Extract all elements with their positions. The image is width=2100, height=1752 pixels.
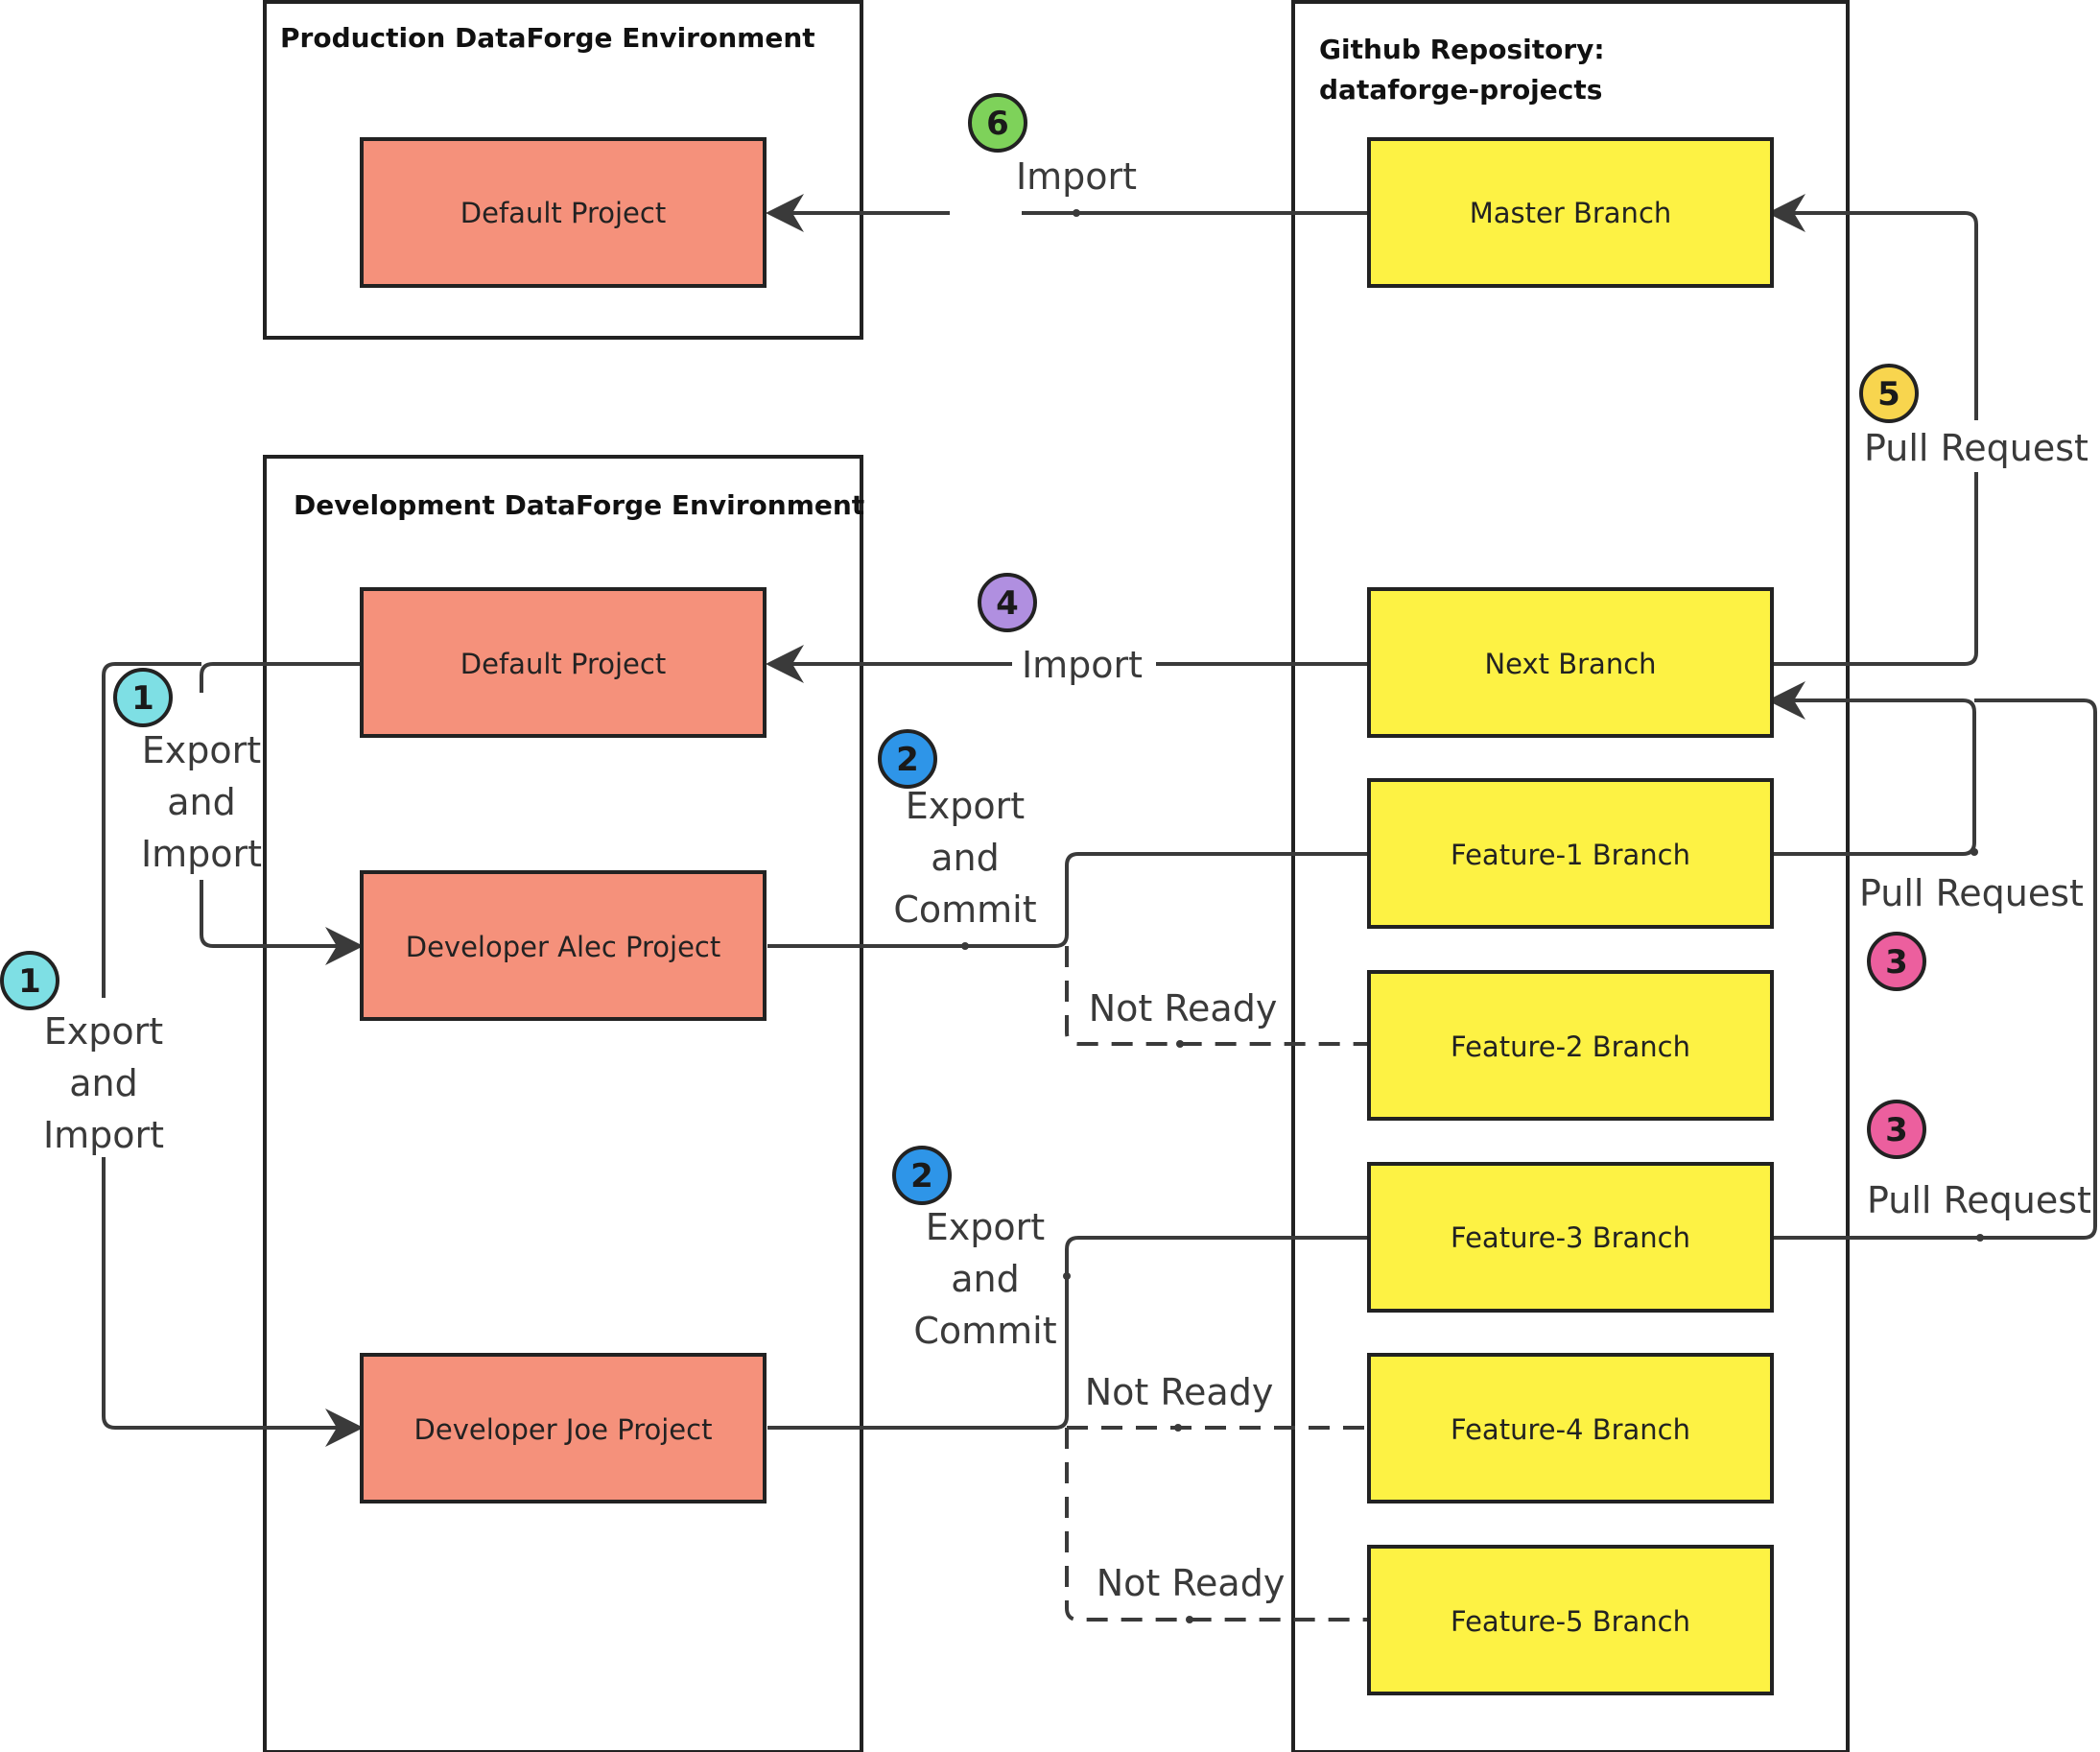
junction-dot: [1063, 1272, 1071, 1280]
feature-5-branch[interactable]: Feature-5 Branch: [1367, 1545, 1774, 1695]
feature-4-branch[interactable]: Feature-4 Branch: [1367, 1353, 1774, 1503]
master-branch-label: Master Branch: [1470, 197, 1672, 229]
dev-joe-project-label: Developer Joe Project: [414, 1413, 713, 1446]
edge-pr-master-bottom: [1773, 472, 1978, 666]
step-badge-2-alec: 2: [878, 729, 937, 789]
svg-text:6: 6: [986, 105, 1009, 143]
production-environment-title: Production DataForge Environment: [280, 22, 815, 54]
step-badge-6: 6: [968, 93, 1027, 153]
export-commit-joe-line2: and: [951, 1258, 1020, 1300]
svg-text:1: 1: [131, 679, 154, 718]
svg-text:4: 4: [996, 584, 1019, 623]
not-ready-f5-label: Not Ready: [1097, 1562, 1286, 1604]
svg-text:3: 3: [1885, 943, 1908, 982]
export-import-joe-line3: Import: [43, 1114, 164, 1156]
feature-5-branch-label: Feature-5 Branch: [1451, 1605, 1690, 1638]
step-badge-1-left: 1: [0, 951, 59, 1010]
edge-not-ready-f5: [1065, 1428, 1367, 1622]
not-ready-f2-label: Not Ready: [1089, 987, 1278, 1030]
edge-export-import-joe-bottom: [102, 1157, 364, 1447]
export-commit-alec-line1: Export: [906, 785, 1025, 827]
edge-pr-feature3: [1773, 698, 2097, 1240]
edges: [102, 194, 2097, 1447]
svg-text:5: 5: [1877, 375, 1900, 414]
github-repository-title: Github Repository:: [1319, 34, 1605, 65]
step-badge-3-feature3: 3: [1867, 1100, 1926, 1159]
export-commit-joe-line3: Commit: [913, 1310, 1056, 1352]
export-import-joe-line2: and: [69, 1062, 138, 1104]
edge-export-commit-alec: [767, 852, 1367, 948]
step-badge-3-feature1: 3: [1867, 932, 1926, 991]
step-badge-1-top: 1: [113, 668, 173, 727]
svg-text:2: 2: [910, 1157, 933, 1196]
feature-2-branch-label: Feature-2 Branch: [1451, 1030, 1690, 1063]
dev-alec-project[interactable]: Developer Alec Project: [360, 870, 767, 1021]
dev-default-project[interactable]: Default Project: [360, 587, 767, 738]
edge-pr-feature1: [1767, 681, 1976, 856]
master-branch[interactable]: Master Branch: [1367, 137, 1774, 288]
prod-default-project-label: Default Project: [460, 197, 666, 229]
export-commit-joe-line1: Export: [926, 1206, 1045, 1248]
step-badge-4: 4: [978, 573, 1037, 632]
edge-export-commit-joe: [767, 1236, 1367, 1430]
next-branch[interactable]: Next Branch: [1367, 587, 1774, 738]
junction-dot: [1073, 209, 1080, 217]
junction-dot: [1174, 1424, 1182, 1432]
pr-feature3-label: Pull Request: [1867, 1179, 2091, 1221]
svg-text:3: 3: [1885, 1111, 1908, 1149]
prod-default-project[interactable]: Default Project: [360, 137, 767, 288]
branch-nodes: Master Branch Next Branch Feature-1 Bran…: [1367, 137, 1774, 1695]
pr-master-label: Pull Request: [1864, 427, 2088, 469]
feature-2-branch[interactable]: Feature-2 Branch: [1367, 970, 1774, 1121]
feature-1-branch-label: Feature-1 Branch: [1451, 839, 1690, 871]
import-dev-label: Import: [1022, 644, 1143, 686]
github-repository-name: dataforge-projects: [1319, 74, 1602, 106]
edge-labels: Import Import Export and Import Export a…: [43, 155, 2091, 1604]
export-commit-alec-line2: and: [931, 837, 1000, 879]
export-import-alec-line2: and: [167, 781, 236, 823]
edge-not-ready-f2: [1065, 946, 1367, 1046]
edge-export-import-joe-top: [102, 662, 201, 998]
export-import-joe-line1: Export: [44, 1010, 163, 1053]
next-branch-label: Next Branch: [1484, 648, 1656, 680]
project-nodes: Default Project Default Project Develope…: [360, 137, 767, 1503]
edge-export-import-alec-top: [200, 662, 360, 693]
junction-dots: [961, 209, 1984, 1623]
export-commit-alec-line3: Commit: [893, 888, 1036, 931]
feature-3-branch-label: Feature-3 Branch: [1451, 1221, 1690, 1254]
export-import-alec-line1: Export: [142, 729, 261, 771]
step-badges: 1 1 2 2 3 3 4 5: [0, 93, 1926, 1205]
edge-export-import-alec-bottom: [200, 880, 364, 965]
edge-pr-master-top: [1767, 194, 1978, 420]
export-import-alec-line3: Import: [141, 833, 262, 875]
junction-dot: [1186, 1616, 1193, 1623]
step-badge-2-joe: 2: [892, 1146, 952, 1205]
dev-default-project-label: Default Project: [460, 648, 666, 680]
junction-dot: [1976, 1234, 1984, 1242]
dev-alec-project-label: Developer Alec Project: [406, 931, 721, 963]
import-prod-label: Import: [1016, 155, 1137, 198]
feature-3-branch[interactable]: Feature-3 Branch: [1367, 1162, 1774, 1313]
junction-dot: [961, 942, 969, 950]
not-ready-edges: [1065, 946, 1367, 1622]
feature-1-branch[interactable]: Feature-1 Branch: [1367, 778, 1774, 929]
feature-4-branch-label: Feature-4 Branch: [1451, 1413, 1690, 1446]
junction-dot: [1176, 1040, 1184, 1048]
svg-text:2: 2: [896, 741, 919, 779]
step-badge-5: 5: [1859, 364, 1919, 423]
not-ready-f4-label: Not Ready: [1085, 1371, 1274, 1413]
pr-feature1-label: Pull Request: [1859, 872, 2084, 914]
junction-dot: [1970, 848, 1978, 856]
svg-text:1: 1: [18, 962, 41, 1001]
development-environment-title: Development DataForge Environment: [294, 489, 864, 521]
dev-joe-project[interactable]: Developer Joe Project: [360, 1353, 767, 1503]
